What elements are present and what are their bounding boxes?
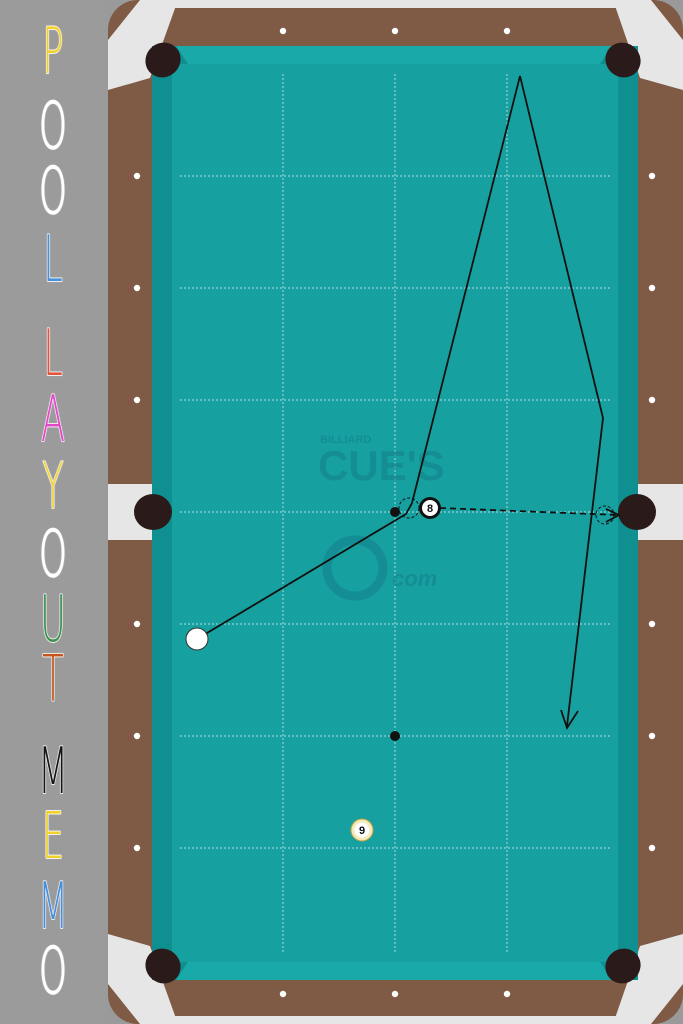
ghost-ball-right bbox=[595, 505, 615, 525]
pocket-mid-right bbox=[618, 494, 656, 530]
pocket-mid-left bbox=[134, 494, 172, 530]
title-letter-1: P bbox=[42, 15, 64, 89]
spot-marker-foot bbox=[390, 731, 400, 741]
rail-diamonds bbox=[133, 27, 656, 998]
title-letter-4: L bbox=[43, 223, 63, 297]
title-letter-6: A bbox=[40, 383, 66, 457]
cue-path-arrowhead bbox=[560, 709, 579, 731]
pocket-bottom-left bbox=[145, 948, 181, 984]
eight-ball[interactable]: 8 bbox=[419, 497, 441, 519]
nine-ball[interactable]: 9 bbox=[350, 818, 374, 842]
bottom-rail-edge bbox=[140, 1016, 651, 1024]
rail-diamond bbox=[648, 844, 656, 852]
watermark-brand-large: CUE'S bbox=[318, 442, 445, 489]
watermark-brand-small: BILLIARD bbox=[320, 434, 371, 446]
title-letter-3: O bbox=[39, 155, 68, 229]
cushion-bevel-bottom bbox=[176, 962, 612, 980]
rail-diamond bbox=[391, 27, 399, 35]
rail-diamond bbox=[133, 844, 141, 852]
eight-ball-label: 8 bbox=[427, 503, 433, 515]
top-rail-edge bbox=[140, 0, 651, 8]
rail-diamond bbox=[648, 284, 656, 292]
spot-marker-center bbox=[390, 507, 400, 517]
title-letter-10: T bbox=[42, 643, 64, 717]
title-letter-14: O bbox=[39, 935, 68, 1009]
rail-diamond bbox=[279, 27, 287, 35]
rail-diamond bbox=[503, 990, 511, 998]
corner-cap-top-right bbox=[613, 0, 683, 90]
rail-diamond bbox=[648, 620, 656, 628]
pocket-top-left bbox=[145, 42, 181, 78]
rail-diamond bbox=[279, 990, 287, 998]
cue-ball[interactable] bbox=[185, 627, 209, 651]
title-letter-12: E bbox=[41, 800, 65, 874]
shot-lines bbox=[196, 75, 622, 731]
title-letter-2: O bbox=[39, 90, 68, 164]
rail-diamond bbox=[133, 732, 141, 740]
rail-diamond bbox=[648, 172, 656, 180]
rail-diamond bbox=[133, 620, 141, 628]
title-letter-13: M bbox=[37, 870, 69, 944]
pocket-top-right bbox=[605, 42, 641, 78]
title-letter-11: M bbox=[37, 735, 69, 809]
rail-diamond bbox=[133, 172, 141, 180]
watermark-logo-icon bbox=[322, 535, 388, 601]
corner-cap-top-left bbox=[108, 0, 178, 90]
cue-ball-path bbox=[196, 75, 604, 727]
nine-ball-label: 9 bbox=[359, 825, 365, 837]
watermark-domain: com bbox=[392, 566, 437, 591]
cushion-bevel-top bbox=[176, 46, 612, 64]
rail-diamond bbox=[648, 732, 656, 740]
rail-diamond bbox=[503, 27, 511, 35]
title-letter-5: L bbox=[43, 317, 63, 391]
corner-cap-bottom-left bbox=[108, 934, 178, 1024]
title-letter-8: O bbox=[39, 518, 68, 592]
pockets bbox=[134, 42, 656, 984]
object-path-arrowhead bbox=[605, 508, 622, 523]
rail-diamond bbox=[648, 396, 656, 404]
watermark: BILLIARD CUE'S com bbox=[318, 434, 445, 601]
rail-diamond bbox=[133, 284, 141, 292]
pocket-bottom-right bbox=[605, 948, 641, 984]
rail-diamond bbox=[391, 990, 399, 998]
rail-diamond bbox=[133, 396, 141, 404]
title-letter-9: U bbox=[40, 583, 67, 657]
corner-cap-bottom-right bbox=[613, 934, 683, 1024]
title-letter-7: Y bbox=[42, 450, 64, 524]
